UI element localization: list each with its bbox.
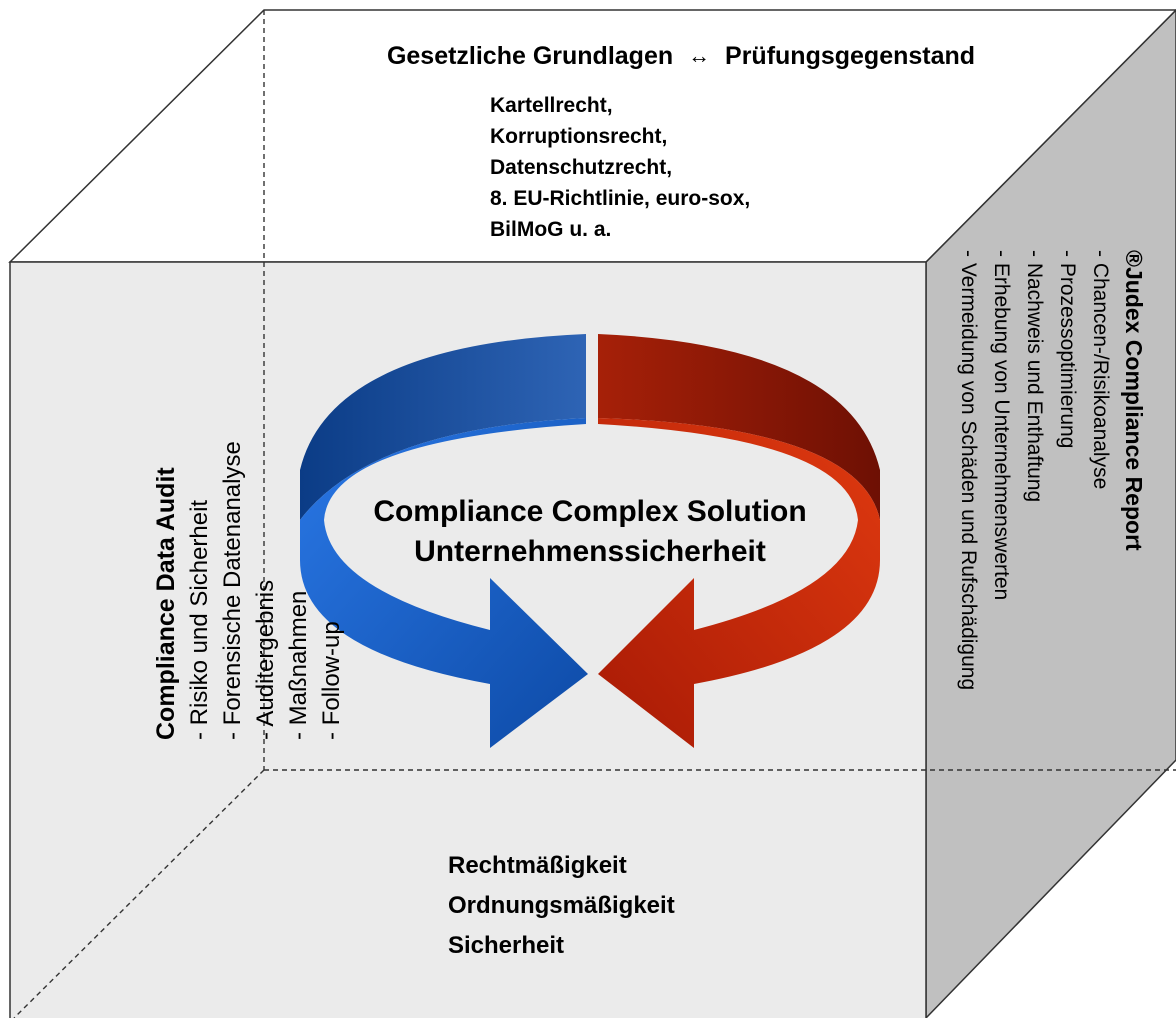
law-item: BilMoG u. a. xyxy=(490,218,612,241)
top-face-title: Gesetzliche Grundlagen ↔ Prüfungsgegenst… xyxy=(266,42,1096,71)
blue-arrow-band xyxy=(300,334,586,520)
right-face-item: - Nachweis und Enthaftung xyxy=(1023,250,1046,503)
left-face-item: - Maßnahmen xyxy=(285,590,312,740)
right-face-item: - Prozessoptimierung xyxy=(1056,250,1079,449)
title-audit-subject: Prüfungsgegenstand xyxy=(725,42,976,70)
center-title-line2: Unternehmenssicherheit xyxy=(414,535,766,568)
blue-arrow-head xyxy=(300,418,588,748)
bottom-item: Rechtmäßigkeit xyxy=(448,852,627,879)
left-face-text: Compliance Data Audit - Risiko und Siche… xyxy=(150,380,348,740)
title-legal-basis: Gesetzliche Grundlagen xyxy=(386,42,674,70)
left-face-item: - Risiko und Sicherheit xyxy=(186,499,213,740)
left-face-item: - Follow-up xyxy=(318,621,345,740)
left-face-item: - Forensische Datenanalyse xyxy=(219,441,246,740)
bottom-face-list: Rechtmäßigkeit Ordnungsmäßigkeit Sicherh… xyxy=(448,846,675,966)
left-face-heading: Compliance Data Audit xyxy=(152,467,180,740)
center-title: Compliance Complex Solution Unternehmens… xyxy=(300,492,880,572)
red-arrow-head xyxy=(598,418,880,748)
bottom-item: Sicherheit xyxy=(448,932,565,959)
red-arrow-band xyxy=(598,334,880,520)
law-item: Kartellrecht, xyxy=(490,94,613,117)
law-item: Korruptionsrecht, xyxy=(490,125,668,148)
cycle-arrows xyxy=(300,334,880,748)
law-list: Kartellrecht, Korruptionsrecht, Datensch… xyxy=(490,90,750,245)
law-item: Datenschutzrecht, xyxy=(490,156,673,179)
double-arrow-icon: ↔ xyxy=(688,43,711,68)
hidden-edges xyxy=(13,10,1176,1018)
right-face-text: ®Judex Compliance Report - Chancen-/Risi… xyxy=(952,250,1150,840)
right-face-heading: ®Judex Compliance Report xyxy=(1121,250,1147,551)
right-face-item: - Chancen-/Risikoanalyse xyxy=(1089,250,1112,490)
bottom-item: Ordnungsmäßigkeit xyxy=(448,892,675,919)
right-face-item: - Erhebung von Unternehmenswerten xyxy=(990,250,1013,601)
left-face-item: - Auditergebnis xyxy=(252,579,279,740)
law-item: 8. EU-Richtlinie, euro-sox, xyxy=(490,187,751,210)
right-face-item: - Vermeidung von Schäden und Rufschädigu… xyxy=(957,250,980,691)
center-title-line1: Compliance Complex Solution xyxy=(373,495,807,528)
